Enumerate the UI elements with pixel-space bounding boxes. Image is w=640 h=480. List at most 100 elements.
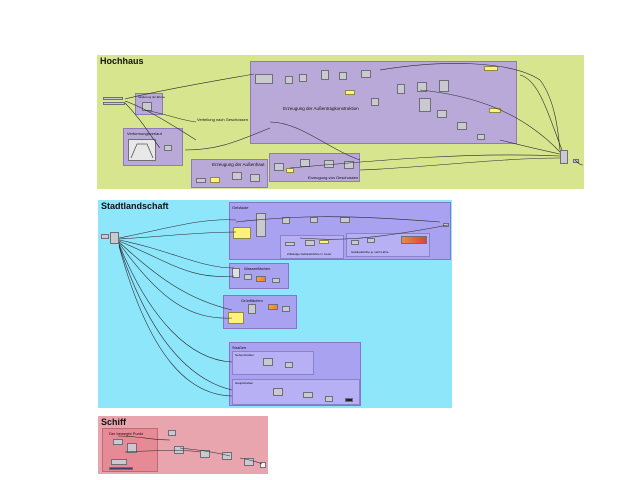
gradient-node[interactable]	[256, 276, 266, 282]
subgroup-aussentragkonstruktion[interactable]: Erzeugung der Außentragkonstruktion	[250, 61, 517, 144]
subgroup-label-strassen: Straßen	[232, 345, 247, 350]
component-node[interactable]	[285, 242, 295, 246]
component-node[interactable]	[248, 304, 256, 314]
component-node[interactable]	[255, 74, 273, 84]
subgroup-label-gruenflaechen: Grünflächen	[241, 298, 263, 303]
group-schiff[interactable]: Schiff Der bewegte Punkt	[98, 416, 268, 474]
component-node[interactable]	[443, 223, 449, 227]
subgroup-aussenhaut[interactable]: Erzeugung der Außenhaut	[191, 159, 268, 188]
component-node[interactable]	[164, 145, 172, 151]
graph-curve-icon	[130, 143, 154, 159]
component-node[interactable]	[310, 217, 318, 223]
component-node[interactable]	[285, 362, 293, 368]
subgroup-zulaessige[interactable]: Zulässige Gebäudehöhe in meter	[280, 235, 344, 259]
subgroup-label-hauptstrassen: Hauptstraßen	[235, 381, 254, 385]
subgroup-geschossen[interactable]: Erzeugung von Geschossen	[269, 153, 360, 182]
component-node[interactable]	[174, 446, 184, 454]
component-node[interactable]	[573, 159, 579, 163]
subgroup-verformungsverlauf[interactable]: Verformungsverlauf	[123, 128, 183, 166]
subgroup-hauptstrassen[interactable]: Hauptstraßen	[232, 379, 360, 405]
group-title-stadtlandschaft: Stadtlandschaft	[101, 201, 169, 211]
component-node[interactable]	[196, 178, 206, 183]
panel-yellow[interactable]	[228, 312, 244, 324]
component-node[interactable]	[168, 430, 176, 436]
component-node[interactable]	[274, 163, 284, 171]
subgroup-label-wasserflaechen: Wasserflächen	[244, 266, 271, 271]
component-node[interactable]	[371, 98, 379, 106]
component-node[interactable]	[344, 161, 354, 169]
component-node[interactable]	[321, 70, 329, 80]
component-node[interactable]	[361, 70, 371, 78]
component-node[interactable]	[282, 217, 290, 224]
component-node[interactable]	[272, 278, 280, 283]
component-node[interactable]	[299, 74, 307, 82]
component-node[interactable]	[282, 306, 290, 312]
component-node[interactable]	[417, 82, 427, 92]
component-node[interactable]	[351, 240, 359, 245]
component-node[interactable]	[477, 134, 485, 140]
component-node[interactable]	[560, 150, 568, 164]
component-node[interactable]	[263, 358, 273, 366]
subgroup-gruenflaechen[interactable]: Grünflächen	[223, 295, 297, 329]
component-node[interactable]	[340, 217, 350, 223]
component-node[interactable]	[127, 443, 137, 453]
component-node[interactable]	[260, 462, 266, 468]
group-hochhaus[interactable]: Hochhaus Verformungsverlauf Skalierung d…	[97, 55, 584, 189]
component-node[interactable]	[300, 159, 310, 167]
panel-yellow[interactable]	[319, 240, 329, 244]
preview-node[interactable]	[232, 268, 240, 278]
panel-yellow[interactable]	[489, 108, 501, 113]
subgroup-nebenstrassen[interactable]: Nebenstraßen	[232, 351, 314, 375]
gradient-node[interactable]	[268, 304, 278, 310]
subgroup-gebaeude[interactable]: Gebäude Zulässige Gebäudehöhe in meter G…	[229, 202, 451, 260]
subgroup-label-verformungsverlauf: Verformungsverlauf	[127, 131, 162, 136]
component-node[interactable]	[256, 213, 266, 237]
panel-yellow[interactable]	[233, 227, 251, 239]
component-node[interactable]	[419, 98, 431, 112]
component-node[interactable]	[457, 122, 467, 130]
slider-input[interactable]	[103, 102, 125, 105]
subgroup-label-gebaeudehoehe: Gebäudehöhe je nach Höhe	[351, 250, 389, 254]
slider-input[interactable]	[109, 467, 133, 470]
subgroup-label-aussenhaut: Erzeugung der Außenhaut	[212, 162, 265, 167]
component-node[interactable]	[113, 439, 123, 445]
component-node[interactable]	[285, 76, 293, 84]
subgroup-skalierung[interactable]: Skalierung der Ebene	[135, 93, 165, 115]
component-node[interactable]	[324, 160, 334, 168]
subgroup-label-aussentragkonstruktion: Erzeugung der Außentragkonstruktion	[283, 106, 359, 111]
subgroup-wasserflaechen[interactable]: Wasserflächen	[229, 263, 289, 289]
component-node[interactable]	[339, 72, 347, 80]
slider-input[interactable]	[103, 97, 123, 100]
component-node[interactable]	[305, 240, 315, 246]
panel-yellow[interactable]	[210, 177, 220, 183]
component-node[interactable]	[142, 102, 152, 111]
component-node[interactable]	[367, 238, 375, 243]
component-node[interactable]	[232, 172, 242, 180]
subgroup-strassen[interactable]: Straßen Nebenstraßen Hauptstraßen	[229, 342, 361, 406]
component-node[interactable]	[110, 232, 119, 244]
graph-mapper-node[interactable]	[128, 139, 156, 161]
label-verteilung: Verteilung nach Geschossen	[197, 117, 248, 122]
panel-yellow[interactable]	[345, 90, 355, 95]
component-node[interactable]	[439, 80, 449, 92]
subgroup-label-geschossen: Erzeugung von Geschossen	[308, 175, 359, 180]
component-node[interactable]	[397, 84, 405, 94]
component-node[interactable]	[222, 452, 232, 460]
component-node[interactable]	[250, 174, 260, 182]
panel-yellow[interactable]	[286, 168, 294, 173]
subgroup-punkt[interactable]: Der bewegte Punkt	[102, 428, 158, 472]
subgroup-gebaeudehoehe[interactable]: Gebäudehöhe je nach Höhe	[346, 233, 430, 257]
component-node[interactable]	[101, 234, 109, 239]
component-node[interactable]	[325, 396, 333, 402]
component-node[interactable]	[303, 392, 313, 398]
group-stadtlandschaft[interactable]: Stadtlandschaft Gebäude Zulässige Gebäud…	[98, 200, 452, 408]
component-node[interactable]	[273, 388, 283, 396]
component-node[interactable]	[437, 110, 447, 118]
component-node[interactable]	[244, 274, 252, 280]
panel-yellow[interactable]	[484, 66, 498, 71]
gradient-node[interactable]	[401, 236, 427, 244]
component-node[interactable]	[111, 459, 127, 465]
component-node[interactable]	[244, 458, 254, 466]
component-node[interactable]	[345, 398, 353, 402]
component-node[interactable]	[200, 450, 210, 458]
